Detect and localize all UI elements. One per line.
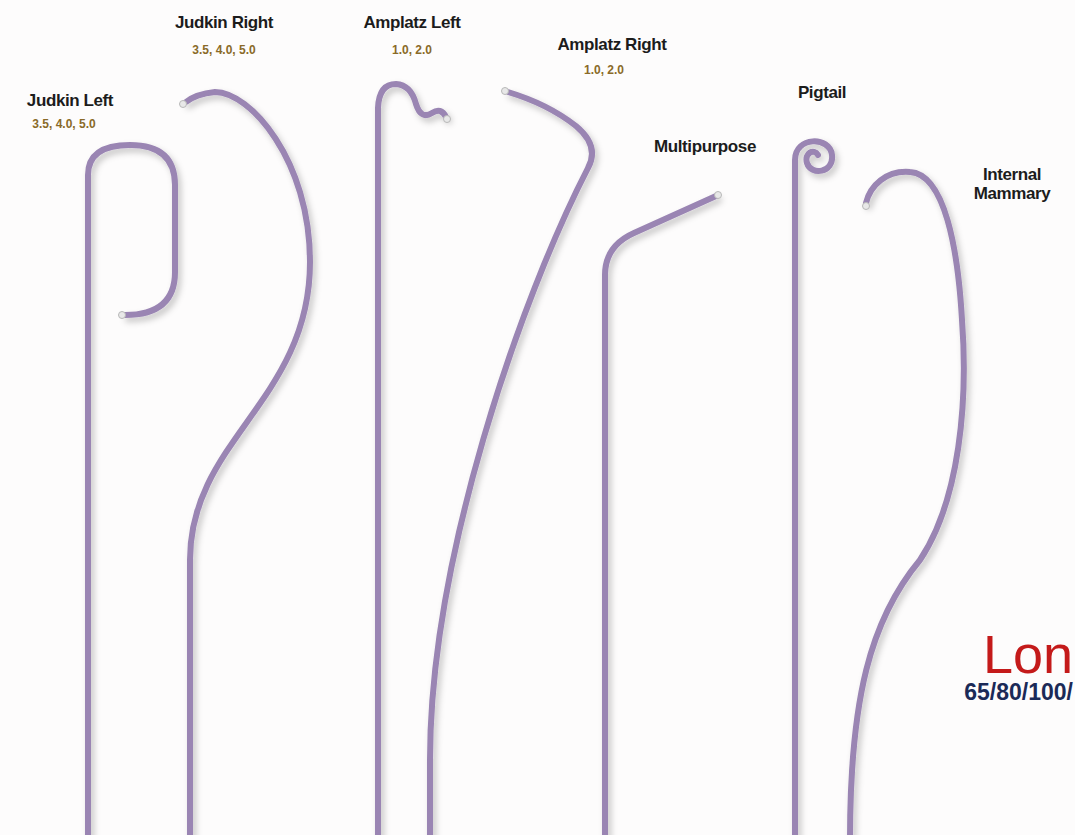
catheter-tip	[863, 203, 870, 210]
size-label: 3.5, 4.0, 5.0	[192, 44, 255, 57]
catheter-tip	[180, 101, 187, 108]
catheter-tip	[119, 312, 126, 319]
judkins-right-catheter	[186, 92, 310, 835]
amplatz-right-catheter	[430, 92, 592, 835]
catheter-name: Judkin Right	[175, 14, 273, 33]
amplatz-left-catheter	[378, 84, 446, 835]
internal-mammary-catheter	[850, 172, 964, 835]
catheter-name: Pigtail	[798, 84, 846, 103]
judkins-left-catheter	[88, 145, 175, 835]
multipurpose-catheter	[605, 196, 716, 835]
catheter-name: Multipurpose	[654, 138, 756, 157]
pigtail-catheter	[795, 141, 832, 835]
catheter-name: Amplatz Right	[557, 36, 666, 55]
size-label: 1.0, 2.0	[584, 64, 624, 77]
catheter-name: Internal Mammary	[967, 166, 1057, 203]
catheter-name: Amplatz Left	[363, 14, 460, 33]
catheter-tip	[444, 116, 451, 123]
catheter-tip	[715, 192, 722, 199]
catheter-tip	[502, 88, 509, 95]
length-heading: Lon	[983, 625, 1073, 684]
length-values: 65/80/100/	[964, 680, 1073, 705]
size-label: 1.0, 2.0	[392, 44, 432, 57]
catheter-name: Judkin Left	[27, 92, 113, 111]
size-label: 3.5, 4.0, 5.0	[32, 118, 95, 131]
